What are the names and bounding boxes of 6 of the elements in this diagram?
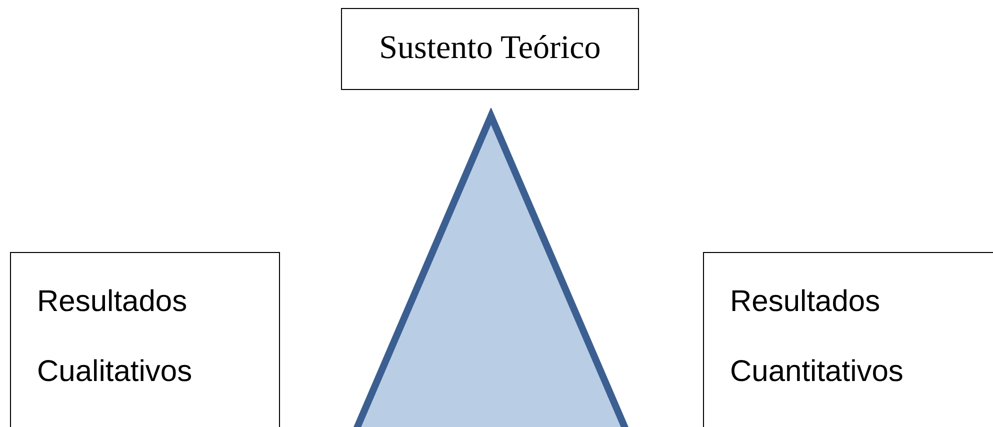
title-box [341,8,639,90]
box-label: Resultados Cuantitativos [729,284,904,390]
result-box [703,252,993,427]
box-label: Resultados Cualitativos [36,284,194,390]
box-label: Sustento Teórico [378,29,602,68]
result-box [10,252,280,427]
